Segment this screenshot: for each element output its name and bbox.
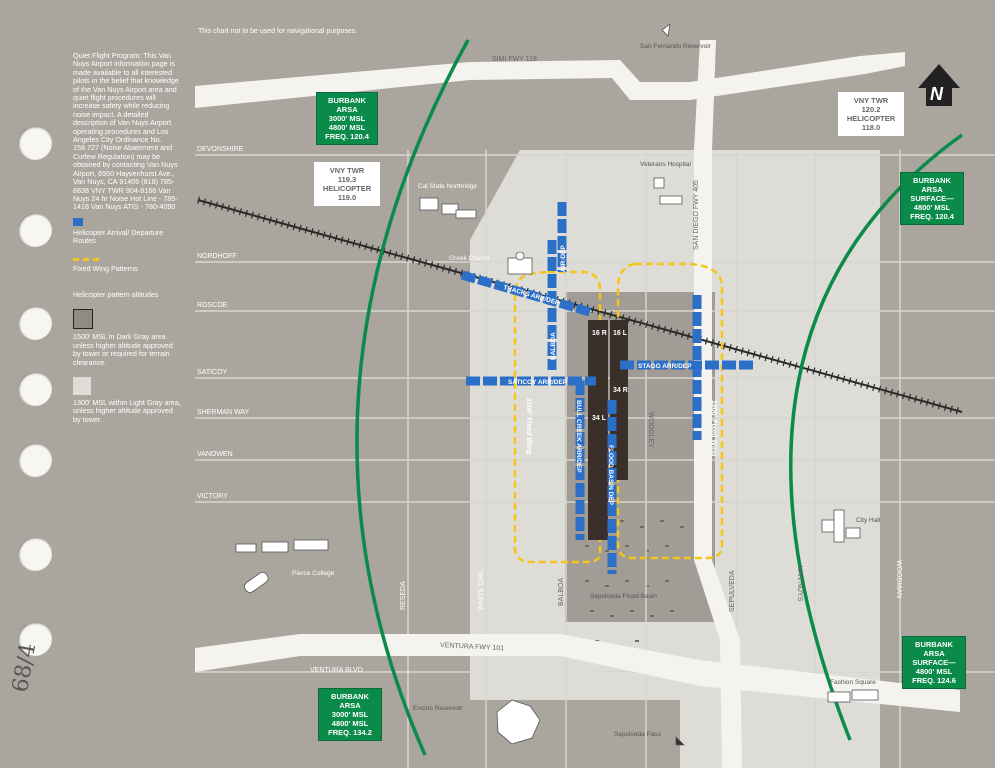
fixed-wing-pattern-east [616,262,724,560]
road-label-sepulveda: SEPULVEDA [729,570,736,612]
san-fernando-reservoir-icon [661,23,671,37]
binder-hole [18,213,52,247]
heli-routes [460,202,755,574]
route-label-stagg: STAGG ARR/DEP [638,363,692,370]
fixed-wing-swatch-icon [73,257,99,261]
runway-34r-label: 34 R [613,387,628,394]
road-label-balboa: BALBOA [558,578,565,606]
road-label-vanowen: VANOWEN [197,451,233,458]
burbank-arsa-se-box: BURBANK ARSA SURFACE— 4800' MSL FREQ. 12… [902,636,966,689]
arsa-boundary-west [355,39,470,756]
route-label-top: AIR-DEP [560,245,567,272]
place-csun: Cal State Northridge [418,183,477,190]
place-fashion-square: Fashion Square [830,679,876,686]
binder-holes [18,0,54,768]
dark-gray-swatch-icon [73,309,93,330]
road-label-saticoy: SATICOY [197,369,228,376]
place-pierce: Pierce College [292,570,335,577]
route-label-saticoy: SATICOY ARR/DEP [508,379,568,386]
road-label-sherman: SHERMAN WAY [197,409,249,416]
pierce-college-icon [235,539,329,593]
runway-16l-label: 16 L [613,330,628,337]
road-label-victory: VICTORY [197,493,228,500]
north-label: N [930,84,944,104]
road-label-white-oak: WHITE OAK [478,570,485,610]
place-sepulveda-pass: Sepulveda Pass [614,731,662,738]
burbank-arsa-south-box: BURBANK ARSA 3000' MSL 4800' MSL FREQ. 1… [318,688,382,741]
binder-hole [18,126,52,160]
road-label-ventura-blvd: VENTURA BLVD [310,667,363,674]
runway-16r-label: 16 R [592,330,607,337]
legend-alt-title: Helicopter pattern altitudes [73,289,159,299]
vny-twr-west-box: VNY TWR 119.3 HELICOPTER 119.0 [314,162,380,206]
pattern-label-east: 1800' Fixed Wing [710,400,717,456]
place-encino: Encino Reservoir [413,705,463,712]
csun-building-icon [419,197,477,219]
road-label-nordhoff: NORDHOFF [197,253,237,260]
binder-hole [18,443,52,477]
route-label-balboa: BALBOA [550,332,557,360]
flood-basin-hatch [580,520,684,647]
simi-freeway [195,52,905,108]
vny-twr-ne-box: VNY TWR 120.2 HELICOPTER 118.0 [838,92,904,136]
encino-reservoir-icon [496,699,541,745]
veterans-hospital-icon [653,177,683,205]
place-greek: Greek Church [449,255,490,262]
sidebar-info: Quiet Flight Program: This Van Nuys Airp… [73,51,181,430]
place-san-fernando: San Fernando Reservoir [640,43,712,50]
burbank-arsa-east-box: BURBANK ARSA SURFACE— 4800' MSL FREQ. 12… [900,172,964,225]
greek-church-icon [507,251,533,275]
legend-dark-label: 1500' MSL in Dark Gray area unless highe… [73,332,173,367]
place-city-hall: City Hall [856,517,881,524]
binder-hole [18,306,52,340]
legend-heli-label: Helicopter Arrival/ Departure Routes [73,227,164,246]
binder-hole [18,537,52,571]
sepulveda-pass-arrow-icon [675,736,685,746]
road-label-roscoe: ROSCOE [197,302,228,309]
route-label-bull-creek: BULL CREEK ARR/DEP [575,400,582,473]
road-label-woodman: WOODMAN [895,560,902,598]
san-diego-freeway [694,40,742,768]
route-label-flood-basin: FLOOD BASIN DEP [607,445,614,506]
burbank-arsa-nw-box: BURBANK ARSA 3000' MSL 4800' MSL FREQ. 1… [316,92,378,145]
binder-hole [18,622,52,656]
road-label-reseda: RESEDA [400,581,407,610]
runway-16r-34l [588,320,608,540]
heli-route-swatch-icon [73,217,83,226]
road-label-devonshire: DEVONSHIRE [197,146,244,153]
place-veterans: Veterans Hospital [640,161,692,168]
legend-light-label: 1300' MSL within Light Gray area, unless… [73,397,181,424]
city-hall-icon [821,509,861,543]
runway-34l-label: 34 L [592,415,607,422]
north-arrow-icon: N [918,64,960,106]
fashion-square-icon [827,689,879,703]
light-gray-swatch-icon [73,376,91,395]
binder-hole [18,372,52,406]
disclaimer: This chart not to be used for navigation… [198,28,358,35]
road-label-simi: SIMI FWY 118 [492,56,537,63]
road-label-san-diego: SAN DIEGO FWY 405 [693,180,700,250]
legend-fixed-label: Fixed Wing Patterns [73,263,138,273]
road-label-van-nuys: VAN NUYS [796,566,803,602]
arsa-boundary-east [788,133,964,741]
road-label-woodley: WOODLEY [647,412,654,448]
pattern-label-west: 1000' Fixed Wing [525,398,532,454]
quiet-flight-text: Quiet Flight Program: This Van Nuys Airp… [73,51,179,212]
place-sepulveda-basin: Sepulveda Flood Basin [590,593,657,600]
road-label-ventura-fwy: VENTURA FWY 101 [440,642,504,652]
